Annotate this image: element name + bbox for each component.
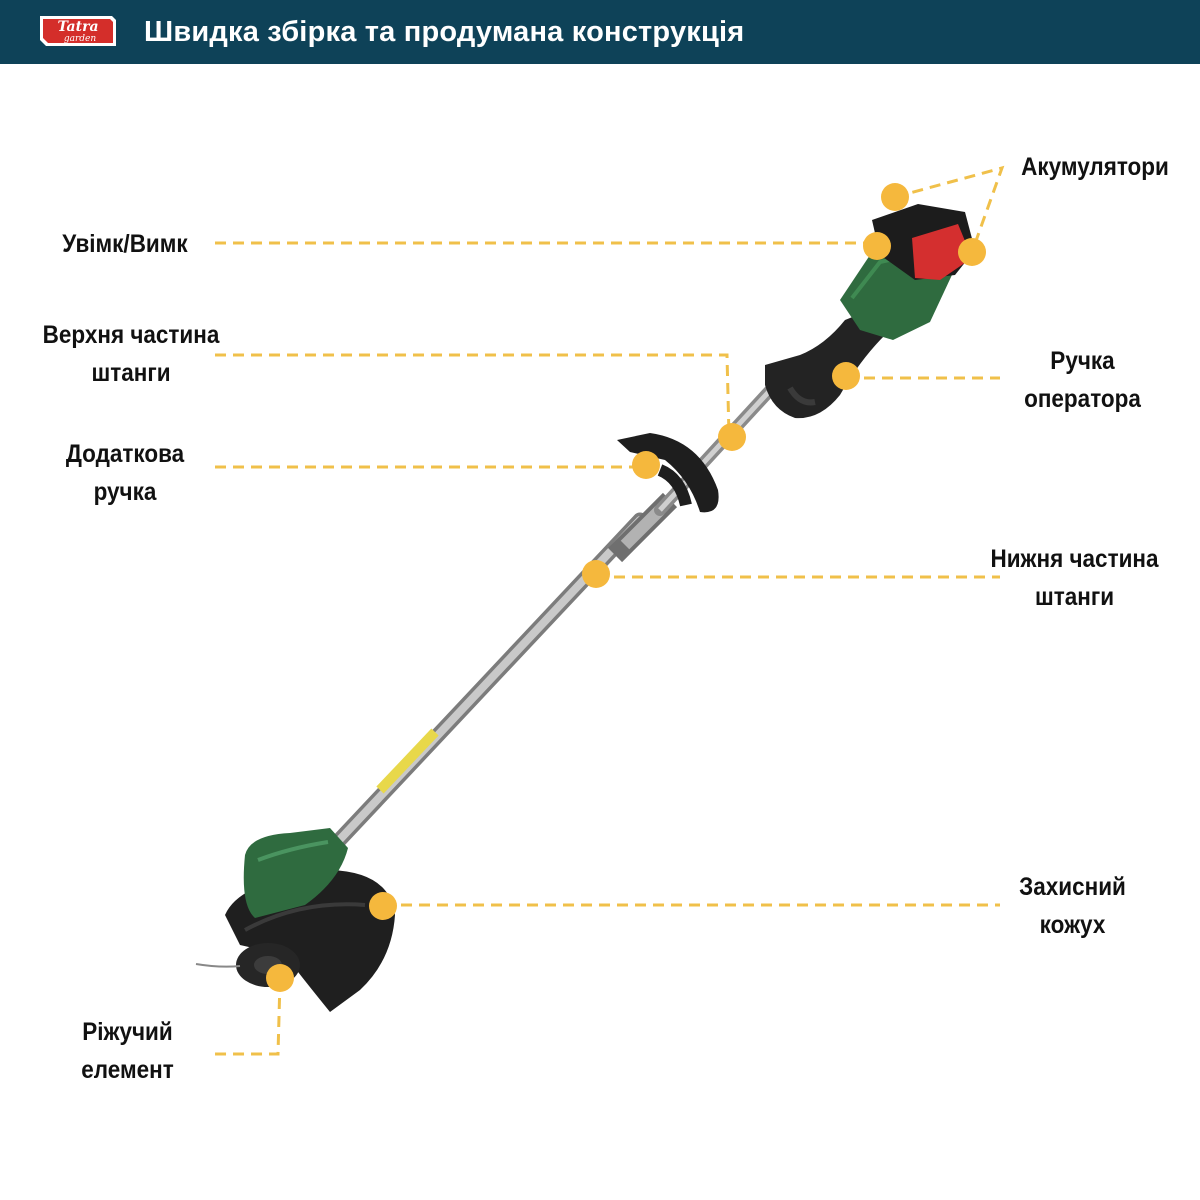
callout-dot-battery-2 [958,238,986,266]
label-guard: Захисний кожух [1019,873,1126,939]
label-upper-shaft: Верхня частина штанги [42,321,220,387]
callout-dot-power-switch [863,232,891,260]
label-cutting-element: Ріжучий елемент [81,1018,174,1084]
callout-dot-guard [369,892,397,920]
leader-cutting-element [215,979,282,1056]
trimmer-diagram [195,165,1005,1056]
callout-dot-aux-handle [632,451,660,479]
page-title: Швидка збірка та продумана конструкція [144,16,745,48]
leader-upper-shaft [215,353,731,437]
shaft-sticker [376,728,439,794]
label-operator-handle: Ручка оператора [1024,347,1141,413]
leader-lines [215,165,1005,1056]
logo-line2: garden [64,34,97,44]
callout-dot-lower-shaft [582,560,610,588]
tatra-garden-logo: Tatra garden [40,16,116,46]
leader-batteries [894,165,1005,253]
callout-dot-cutting-element [266,964,294,992]
callout-dots [266,183,986,992]
label-lower-shaft: Нижня частина штанги [990,545,1159,611]
callout-dot-operator-handle [832,362,860,390]
label-power-switch: Увімк/Вимк [62,230,188,258]
logo-line1: Tatra [57,19,98,35]
cutting-line [195,963,241,968]
trimmer-head-cover [243,828,348,918]
label-aux-handle: Додаткова ручка [65,440,185,506]
battery-red-panel [912,224,972,280]
callout-dot-upper-shaft [718,423,746,451]
trimmer-illustration [195,204,975,1012]
label-batteries: Акумулятори [1021,153,1169,181]
callout-dot-battery-1 [881,183,909,211]
header-bar: Tatra garden Швидка збірка та продумана … [0,0,1200,64]
